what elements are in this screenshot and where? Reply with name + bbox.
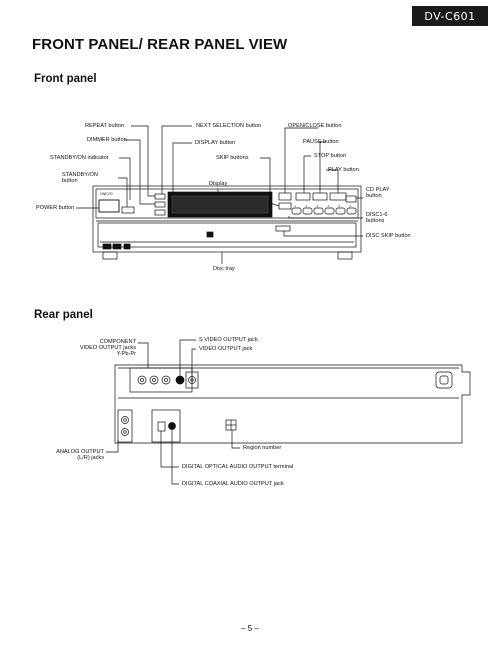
page-number: – 5 – — [241, 624, 259, 633]
label-play: PLAY button — [328, 167, 359, 173]
repeat-button-shape — [154, 193, 166, 200]
device-brand: ONKYO — [100, 192, 113, 196]
power-button-shape — [98, 199, 120, 213]
analog-jack-l — [121, 416, 129, 424]
label-video-output: VIDEO OUTPUT jack — [199, 346, 253, 352]
label-analog-2: (L/R) jacks — [77, 455, 104, 461]
label-stop: STOP button — [314, 153, 347, 159]
optical-terminal — [157, 421, 166, 432]
label-disc-tray: Disc tray — [213, 266, 235, 272]
video-output-jack — [188, 376, 196, 384]
label-cd-play-2: button — [366, 193, 382, 199]
label-standby-indicator: STANDBY/ON indicator — [50, 155, 109, 161]
digital-output-block — [151, 409, 181, 443]
disc-button-1 — [291, 207, 302, 215]
s-video-jack — [175, 375, 185, 385]
label-component-3: Y-Pb-Pr — [116, 351, 136, 357]
label-component-2: VIDEO OUTPUT jacks — [79, 345, 136, 351]
label-coaxial: DIGITAL COAXIAL AUDIO OUTPUT jack — [182, 481, 284, 487]
component-jack-pr — [161, 375, 171, 385]
label-standby-button-2: button — [62, 178, 78, 184]
analog-jack-r — [121, 428, 129, 436]
dimmer-button-shape — [154, 201, 166, 208]
disc-number-5: 5 — [339, 204, 341, 208]
label-disc-2: buttons — [366, 218, 385, 224]
disc-number-6: 6 — [350, 204, 352, 208]
cd-play-button-shape — [345, 195, 357, 203]
label-dimmer: DIMMER button — [87, 137, 127, 143]
rear-panel-heading: Rear panel — [34, 309, 93, 321]
rear-chassis — [114, 364, 471, 444]
component-jack-block — [129, 367, 193, 393]
label-display: Display — [209, 181, 228, 187]
page-title: FRONT PANEL/ REAR PANEL VIEW — [32, 36, 288, 53]
front-chassis — [92, 185, 362, 253]
label-pause: PAUSE button — [303, 139, 339, 145]
disc-number-4: 4 — [328, 204, 330, 208]
disc-button-2 — [302, 207, 313, 215]
label-component-1: COMPONENT — [99, 339, 136, 345]
next-selection-button-shape — [154, 209, 166, 216]
label-disc-1: DISC1-6 — [366, 212, 388, 218]
standby-button-shape — [121, 206, 135, 214]
coaxial-jack — [168, 422, 176, 430]
label-skip: SKIP buttons — [216, 155, 249, 161]
power-cord-socket — [435, 371, 453, 389]
label-s-video: S VIDEO OUTPUT jack — [199, 337, 258, 343]
component-jack-pb — [149, 375, 159, 385]
disc-number-1: 1 — [295, 204, 297, 208]
label-repeat: REPEAT button — [85, 123, 124, 129]
disc-skip-button-shape — [275, 225, 291, 232]
disc-buttons-group — [291, 207, 357, 215]
label-standby-button-1: STANDBY/ON — [62, 172, 98, 178]
label-display-button: DISPLAY button — [195, 140, 236, 146]
label-region: Region number — [243, 445, 282, 451]
disc-button-5 — [335, 207, 346, 215]
label-disc-skip: DISC SKIP button — [366, 233, 411, 239]
label-power: POWER button — [36, 205, 75, 211]
label-next-selection: NEXT SELECTION button — [196, 123, 262, 129]
disc-button-3 — [313, 207, 324, 215]
model-badge: DV-C601 — [412, 6, 488, 26]
front-disc-tray — [97, 222, 357, 248]
disc-button-6 — [346, 207, 357, 215]
front-panel-heading: Front panel — [34, 73, 97, 85]
label-open-close: OPEN/CLOSE button — [288, 123, 342, 129]
disc-button-4 — [324, 207, 335, 215]
component-jack-y — [137, 375, 147, 385]
stop-button-shape — [295, 192, 311, 201]
label-analog-1: ANALOG OUTPUT — [56, 449, 104, 455]
disc-number-2: 2 — [306, 204, 308, 208]
label-cd-play-1: CD PLAY — [366, 187, 390, 193]
analog-output-block — [117, 409, 133, 443]
label-optical: DIGITAL OPTICAL AUDIO OUTPUT terminal — [182, 464, 294, 470]
disc-number-3: 3 — [317, 204, 319, 208]
